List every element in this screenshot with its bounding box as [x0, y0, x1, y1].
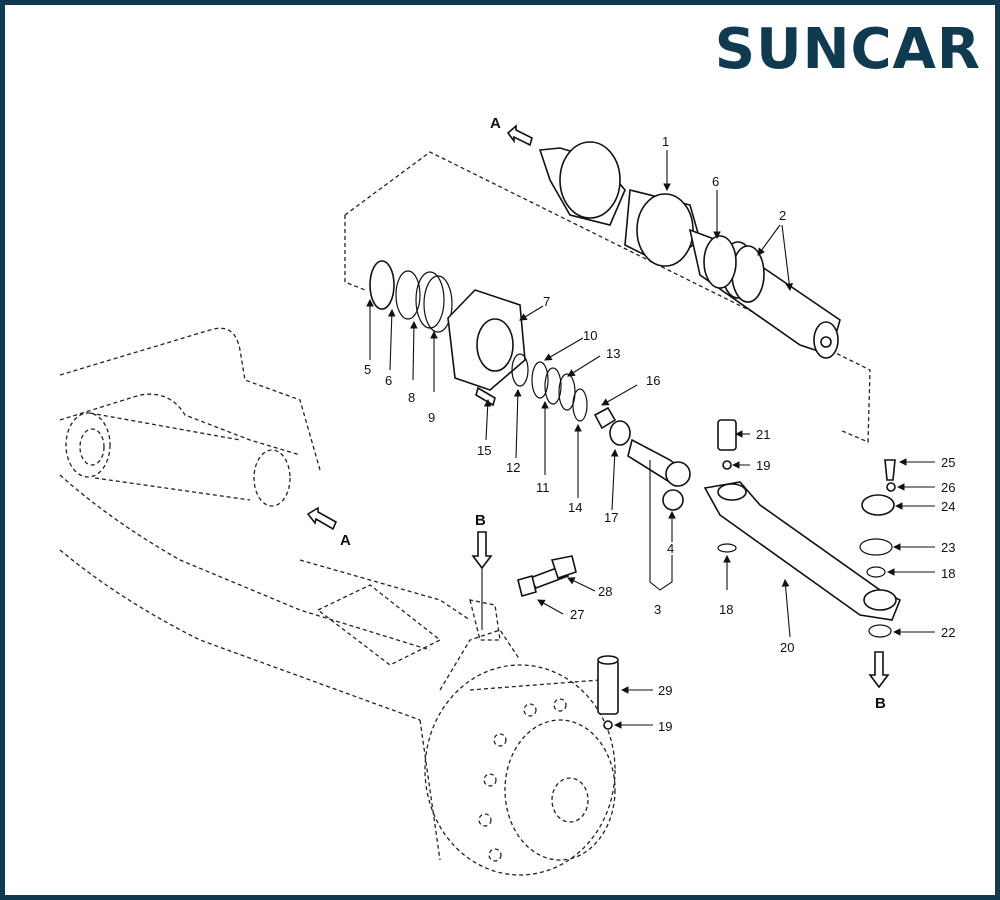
callout-26: 26 [941, 480, 955, 495]
leader-lines [366, 150, 935, 729]
callout-24: 24 [941, 499, 955, 514]
callout-11: 11 [536, 480, 550, 495]
steering-link [703, 419, 902, 638]
callout-14: 14 [568, 500, 582, 515]
callout-17: 17 [604, 510, 618, 525]
callout-7: 7 [543, 294, 550, 309]
callout-6-upper: 6 [712, 174, 719, 189]
view-marker-b-link: B [875, 695, 886, 712]
callout-18-right: 18 [941, 566, 955, 581]
callout-12: 12 [506, 460, 520, 475]
view-marker-a-top: A [490, 115, 501, 132]
suncar-logo: SUNCAR [714, 17, 981, 82]
view-arrows [306, 124, 890, 689]
callout-22: 22 [941, 625, 955, 640]
callout-19-lower: 19 [658, 719, 672, 734]
callout-9: 9 [428, 410, 435, 425]
callout-28: 28 [598, 584, 612, 599]
callout-29: 29 [658, 683, 672, 698]
callout-labels: 1 2 3 4 5 6 6 7 8 9 10 11 12 13 14 15 16… [364, 134, 955, 734]
callout-21: 21 [756, 427, 770, 442]
callout-10: 10 [583, 328, 597, 343]
callout-18-left: 18 [719, 602, 733, 617]
callout-1: 1 [662, 134, 669, 149]
callout-15: 15 [477, 443, 491, 458]
callout-3: 3 [654, 602, 661, 617]
callout-27: 27 [570, 607, 584, 622]
view-marker-labels: A A B B [340, 115, 886, 712]
steering-cylinder [538, 141, 841, 359]
callout-6-lower: 6 [385, 373, 392, 388]
callout-19-upper: 19 [756, 458, 770, 473]
callout-8: 8 [408, 390, 415, 405]
knuckle-fasteners [517, 555, 619, 730]
callout-16: 16 [646, 373, 660, 388]
wheel-hub [419, 599, 616, 876]
callout-25: 25 [941, 455, 955, 470]
callout-13: 13 [606, 346, 620, 361]
callout-5: 5 [364, 362, 371, 377]
callout-23: 23 [941, 540, 955, 555]
callout-20: 20 [780, 640, 794, 655]
assembly-bracket [344, 151, 871, 443]
callout-2: 2 [779, 208, 786, 223]
seal-kit-parts [369, 260, 691, 511]
view-marker-a-axle: A [340, 532, 351, 549]
callout-4: 4 [667, 541, 674, 556]
view-marker-b-knuckle: B [475, 512, 486, 529]
axle-housing [59, 327, 471, 721]
